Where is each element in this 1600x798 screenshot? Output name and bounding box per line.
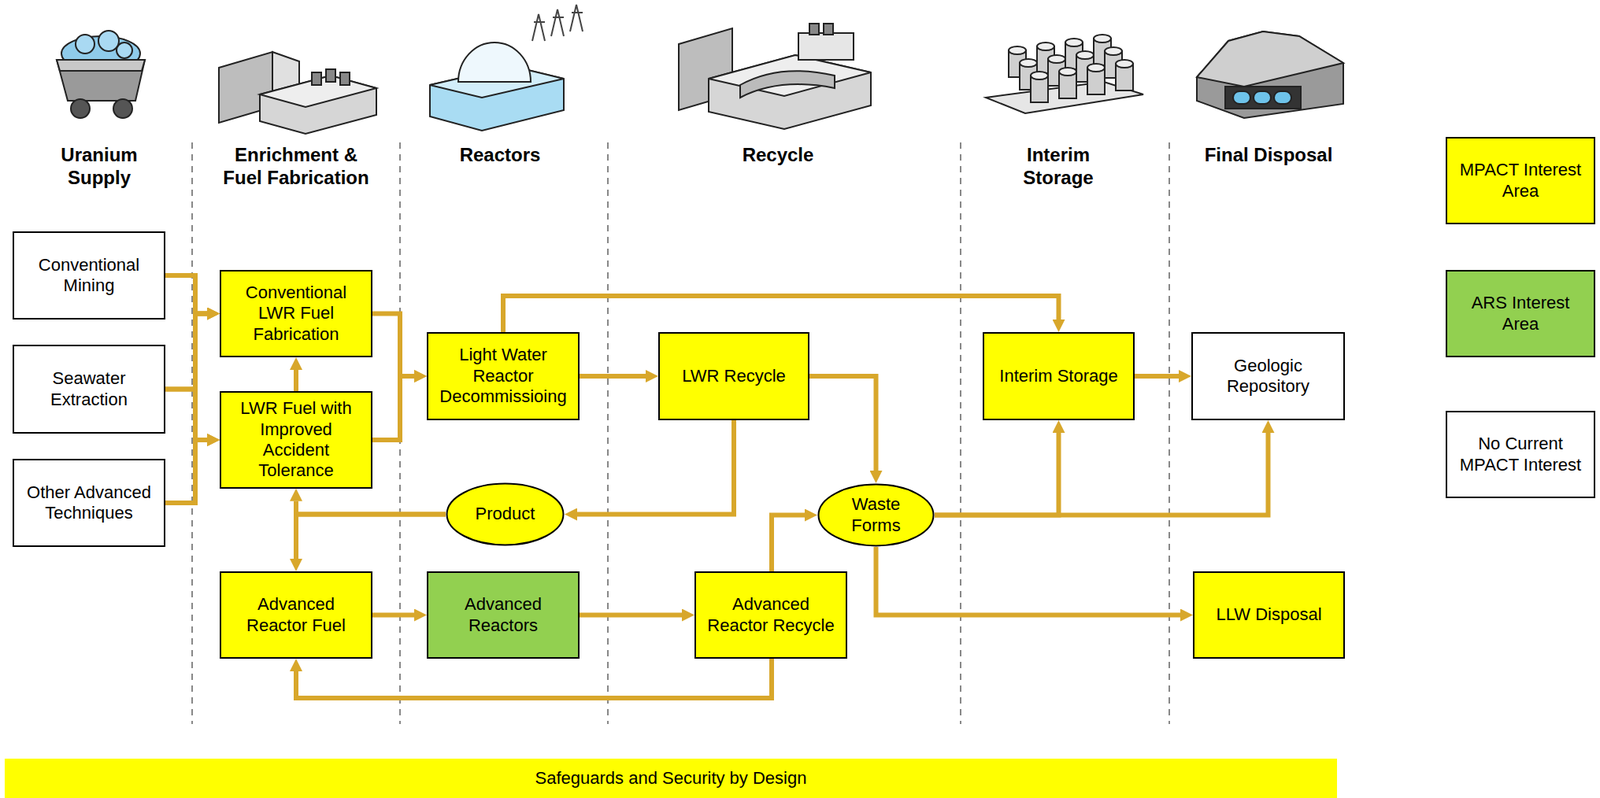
storage-casks-icon bbox=[985, 34, 1144, 114]
process-box: Light Water Reactor Decommissioing bbox=[426, 332, 580, 421]
legend-text: No Current MPACT Interest bbox=[1447, 433, 1594, 476]
flow-arrow bbox=[809, 376, 877, 471]
column-heading: Reactors bbox=[425, 143, 575, 167]
node-text: Safeguards and Security by Design bbox=[535, 768, 808, 789]
cask-lid bbox=[1019, 59, 1038, 67]
cask-lid bbox=[1115, 59, 1134, 68]
node-text: Waste Forms bbox=[835, 494, 918, 537]
recycle-plant-icon bbox=[678, 23, 871, 130]
cask-lid bbox=[1059, 67, 1077, 76]
flow-arrow bbox=[165, 314, 208, 390]
node-text: Geologic Repository bbox=[1197, 355, 1339, 398]
flow-arrow bbox=[165, 314, 208, 504]
legend-swatch: MPACT Interest Area bbox=[1445, 137, 1596, 225]
cask-lid bbox=[1104, 47, 1123, 56]
fuel-fabrication-icon bbox=[218, 51, 377, 134]
product-ellipse: Product bbox=[445, 482, 565, 547]
flow-arrow bbox=[934, 433, 1269, 516]
divider-line bbox=[191, 142, 193, 725]
process-box: Conventional LWR Fuel Fabrication bbox=[219, 270, 373, 358]
divider-line bbox=[607, 142, 609, 725]
node-text: LLW Disposal bbox=[1215, 604, 1322, 626]
cask-lid bbox=[1030, 71, 1049, 80]
cask-lid bbox=[1087, 63, 1105, 72]
flow-arrow bbox=[296, 659, 772, 699]
legend-text: ARS Interest Area bbox=[1447, 292, 1594, 335]
cask-lid bbox=[1008, 46, 1026, 55]
legend-swatch: No Current MPACT Interest bbox=[1445, 411, 1596, 499]
column-heading: Final Disposal bbox=[1201, 143, 1336, 167]
column-dividers bbox=[192, 142, 1170, 725]
flow-arrow bbox=[372, 613, 415, 619]
flow-arrow bbox=[293, 370, 299, 392]
node-text: Interim Storage bbox=[999, 366, 1118, 387]
process-box: Interim Storage bbox=[982, 332, 1135, 421]
node-text: Advanced Reactor Fuel bbox=[225, 594, 367, 637]
flow-arrow bbox=[165, 389, 208, 441]
flow-arrow bbox=[165, 275, 208, 441]
source-box: Seawater Extraction bbox=[12, 344, 166, 434]
node-text: Product bbox=[475, 503, 536, 525]
flow-arrow bbox=[934, 433, 1060, 516]
product-ellipse: Waste Forms bbox=[817, 483, 935, 548]
node-text: Seawater Extraction bbox=[18, 368, 160, 411]
process-box: Geologic Repository bbox=[1191, 332, 1345, 421]
process-box: LWR Recycle bbox=[658, 332, 810, 421]
flow-arrow bbox=[503, 296, 1060, 333]
node-text: LWR Recycle bbox=[681, 366, 786, 387]
cask-lid bbox=[1037, 42, 1055, 51]
node-text: Conventional LWR Fuel Fabrication bbox=[225, 282, 367, 345]
legend-swatch: ARS Interest Area bbox=[1445, 270, 1596, 358]
column-heading: Uranium Supply bbox=[32, 143, 167, 190]
process-box: Advanced Reactors bbox=[426, 571, 580, 660]
process-box: Advanced Reactor Fuel bbox=[219, 571, 373, 660]
mine-cart-icon bbox=[56, 30, 145, 119]
flow-arrow bbox=[296, 514, 446, 560]
cask-lid bbox=[1048, 55, 1066, 63]
flow-arrow bbox=[165, 275, 208, 315]
divider-line bbox=[959, 142, 962, 725]
flow-arrow bbox=[579, 374, 646, 379]
flow-arrow bbox=[577, 420, 734, 515]
repository-icon bbox=[1196, 31, 1344, 119]
column-heading: Interim Storage bbox=[991, 143, 1126, 190]
ellipse-shape bbox=[818, 485, 934, 547]
process-box: LLW Disposal bbox=[1192, 571, 1345, 660]
flow-arrow bbox=[1134, 374, 1179, 379]
flow-arrow bbox=[372, 376, 415, 441]
divider-line bbox=[1168, 142, 1171, 725]
flow-arrow bbox=[165, 440, 208, 504]
process-box: Advanced Reactor Recycle bbox=[694, 571, 848, 660]
node-text: Advanced Reactors bbox=[433, 594, 574, 637]
legend-text: MPACT Interest Area bbox=[1447, 159, 1594, 202]
source-box: Conventional Mining bbox=[12, 231, 166, 320]
node-text: Advanced Reactor Recycle bbox=[700, 594, 841, 637]
node-text: Other Advanced Techniques bbox=[18, 482, 160, 525]
node-text: LWR Fuel with Improved Accident Toleranc… bbox=[225, 398, 367, 482]
column-heading: Enrichment & Fuel Fabrication bbox=[221, 143, 371, 190]
reactor-icon bbox=[429, 4, 583, 131]
flow-arrow bbox=[771, 515, 805, 573]
flow-arrow bbox=[876, 547, 1182, 616]
cask-lid bbox=[1076, 51, 1094, 60]
cask-lid bbox=[1065, 38, 1083, 47]
column-heading: Recycle bbox=[703, 143, 853, 167]
flow-arrow bbox=[579, 613, 682, 619]
process-box: LWR Fuel with Improved Accident Toleranc… bbox=[219, 391, 373, 489]
source-box: Other Advanced Techniques bbox=[12, 459, 166, 548]
footer-band: Safeguards and Security by Design bbox=[4, 759, 1338, 798]
node-text: Conventional Mining bbox=[18, 255, 160, 297]
ellipse-shape bbox=[447, 484, 564, 546]
node-text: Light Water Reactor Decommissioing bbox=[433, 344, 574, 408]
flow-arrow bbox=[372, 314, 415, 378]
cask-lid bbox=[1093, 34, 1112, 43]
